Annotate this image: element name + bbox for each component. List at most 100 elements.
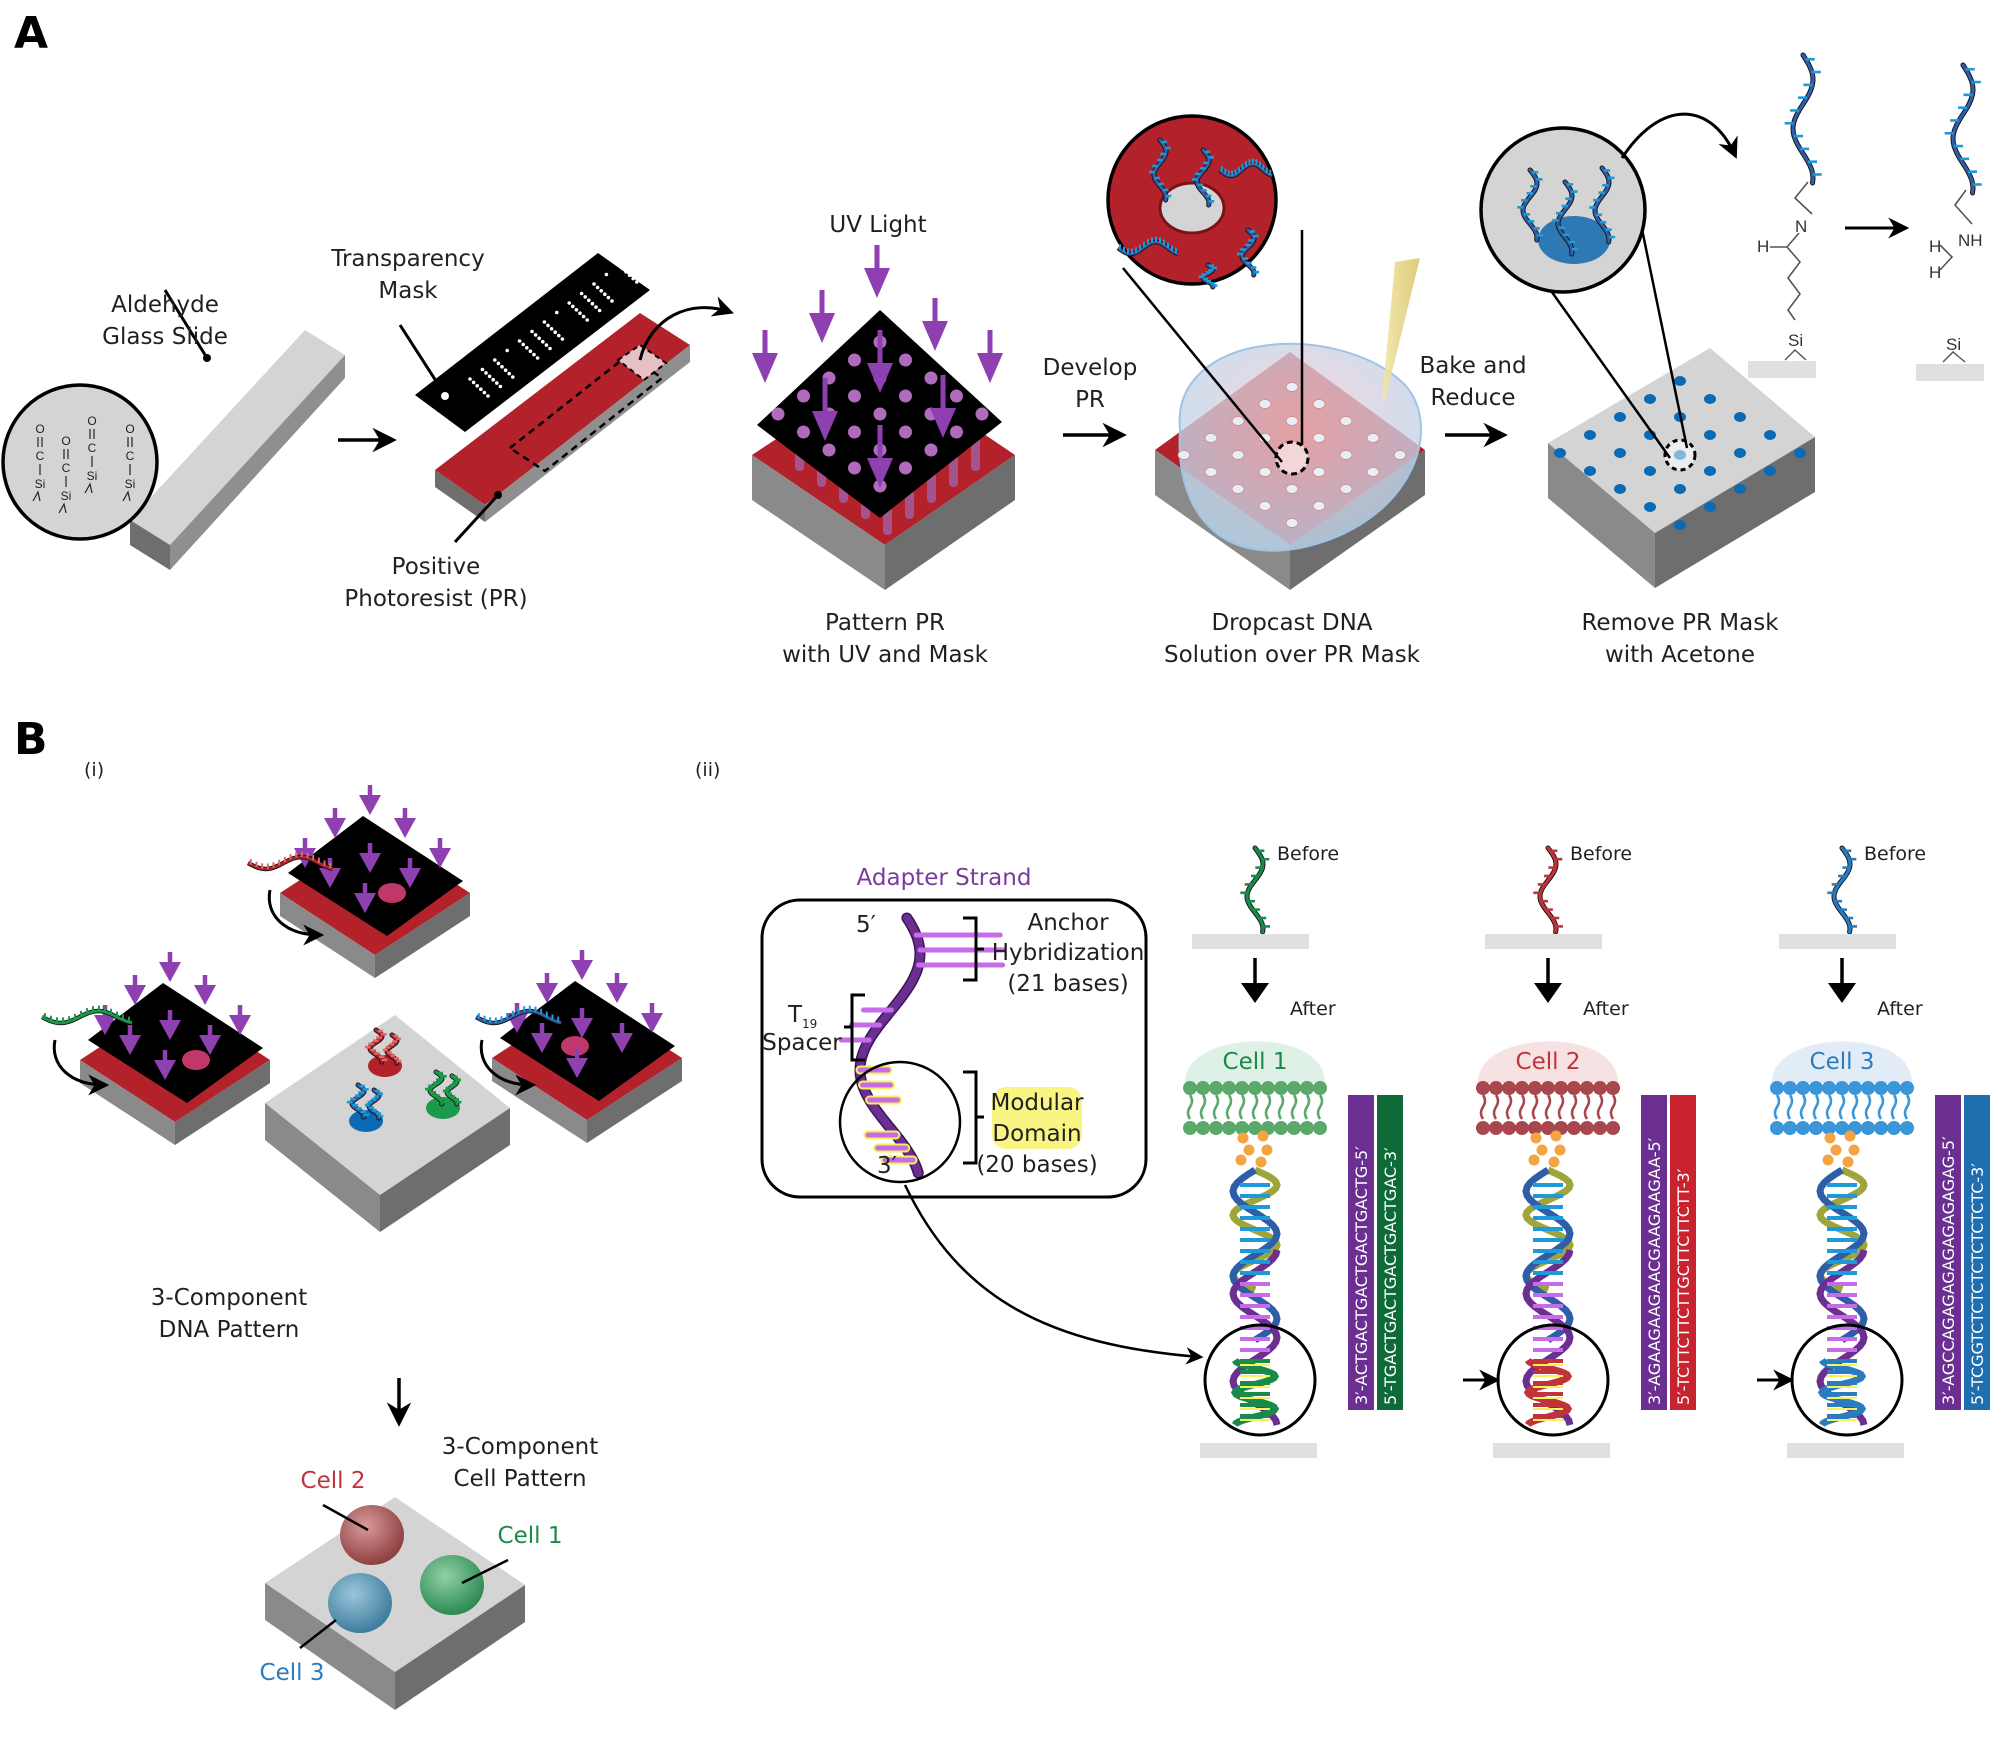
mask-hole bbox=[537, 336, 541, 341]
lipid-head bbox=[1822, 1081, 1836, 1095]
after-surface bbox=[1493, 1443, 1610, 1458]
subpanel-label-i: (i) bbox=[84, 759, 104, 781]
mask-hole bbox=[848, 389, 861, 403]
step5-caption-1: Remove PR Mask bbox=[1581, 610, 1779, 636]
lipid-dna-strand bbox=[1816, 1167, 1868, 1343]
dna-spot bbox=[1614, 448, 1626, 458]
lipid-anchor bbox=[1548, 1156, 1560, 1168]
uv-arrow-icon bbox=[354, 883, 376, 913]
step4-caption-1: Dropcast DNA bbox=[1211, 610, 1372, 636]
mask-hole bbox=[620, 266, 625, 271]
well-hole bbox=[1285, 382, 1299, 392]
mask-hole bbox=[797, 425, 810, 439]
cell-pattern-label-1: 3-Component bbox=[442, 1434, 598, 1460]
dna-spot bbox=[1584, 466, 1596, 476]
svg-text:O: O bbox=[35, 422, 44, 436]
well-hole bbox=[1366, 433, 1380, 443]
transfer-arrow-icon bbox=[267, 889, 325, 946]
lipid-head bbox=[1222, 1081, 1236, 1095]
panel-label-b: B bbox=[14, 714, 48, 765]
lipid-anchor bbox=[1530, 1132, 1542, 1144]
red-dna-strand-icon bbox=[364, 1027, 388, 1065]
lipid-anchor bbox=[1848, 1144, 1860, 1156]
develop-label-1: Develop bbox=[1043, 355, 1138, 381]
mask-hole bbox=[604, 272, 609, 277]
amine-surface bbox=[1916, 364, 1984, 381]
mask-hole bbox=[498, 384, 503, 389]
dna-spot bbox=[1794, 448, 1806, 458]
dna-spot bbox=[1704, 430, 1716, 440]
lipid-head bbox=[1567, 1081, 1581, 1095]
lipid-head bbox=[1183, 1081, 1197, 1095]
svg-text:Si: Si bbox=[61, 489, 72, 503]
mask-hole bbox=[610, 299, 614, 303]
lipid-head bbox=[1183, 1121, 1197, 1135]
lipid-head bbox=[1489, 1121, 1503, 1135]
mask-hole bbox=[560, 337, 565, 341]
well-hole bbox=[1177, 450, 1191, 460]
svg-text:C: C bbox=[62, 461, 71, 475]
lipid-head bbox=[1489, 1081, 1503, 1095]
uv-arrow-icon bbox=[199, 1025, 221, 1055]
down-arrow-icon bbox=[1828, 983, 1856, 1003]
dna-spot bbox=[1644, 466, 1656, 476]
lipid-anchor bbox=[1830, 1144, 1842, 1156]
dna-strand-icon bbox=[1944, 62, 1982, 196]
mask-hole bbox=[631, 276, 635, 281]
dna-spot bbox=[1554, 448, 1566, 458]
cell-name-label: Cell 2 bbox=[1516, 1049, 1581, 1075]
lipid-head bbox=[1235, 1121, 1249, 1135]
well-hole bbox=[1285, 484, 1299, 494]
well-hole bbox=[1231, 416, 1245, 426]
well-hole bbox=[1258, 501, 1272, 511]
slide-leader-line bbox=[163, 289, 209, 359]
uv-arrow-icon bbox=[154, 1050, 176, 1080]
adapter-sequence: 3′-AGAAGAAGAACGAAGAAGAA-5′ bbox=[1645, 1137, 1664, 1405]
lipid-head bbox=[1476, 1081, 1490, 1095]
lipid-head bbox=[1580, 1121, 1594, 1135]
cell-body bbox=[1771, 1041, 1912, 1083]
well-hole bbox=[1231, 484, 1245, 494]
lipid-anchor bbox=[1255, 1156, 1267, 1168]
aldehyde-glass-slide bbox=[130, 289, 345, 570]
photoresist-slide bbox=[435, 296, 734, 544]
mask-hole bbox=[542, 320, 547, 324]
lipid-head bbox=[1313, 1121, 1327, 1135]
lipid-head bbox=[1222, 1121, 1236, 1135]
mask-hole bbox=[581, 314, 586, 319]
dna-strand-icon bbox=[1517, 167, 1544, 243]
mask-hole bbox=[771, 407, 785, 421]
uv-arrow-icon bbox=[752, 330, 778, 383]
dna-pattern-label-2: DNA Pattern bbox=[159, 1317, 300, 1343]
uv-arrow-icon bbox=[229, 1005, 251, 1035]
mask-hole bbox=[496, 361, 501, 366]
well-hole bbox=[1285, 416, 1299, 426]
mask-hole bbox=[521, 342, 525, 347]
mask-hole bbox=[541, 339, 545, 344]
lipid-head bbox=[1874, 1121, 1888, 1135]
svg-text:C: C bbox=[126, 449, 135, 463]
uv-light-label: UV Light bbox=[829, 212, 926, 238]
mask-hole bbox=[503, 368, 508, 373]
mask-hole bbox=[553, 330, 557, 335]
well-hole bbox=[1258, 467, 1272, 477]
mask-hole bbox=[585, 318, 589, 322]
uv-arrow-icon bbox=[119, 1025, 141, 1055]
modular-label-3: (20 bases) bbox=[976, 1152, 1097, 1178]
lipid-head bbox=[1515, 1081, 1529, 1095]
mask-hole bbox=[482, 390, 487, 395]
imine-n: N bbox=[1795, 217, 1807, 236]
mask-hole bbox=[567, 301, 571, 305]
well-hole bbox=[1312, 433, 1326, 443]
lipid-head bbox=[1196, 1081, 1210, 1095]
mask-hole bbox=[592, 282, 596, 286]
after-surface bbox=[1787, 1443, 1904, 1458]
uv-arrow-icon bbox=[394, 808, 416, 838]
uv-arrow-icon bbox=[571, 1008, 593, 1038]
lipid-anchor bbox=[1842, 1156, 1854, 1168]
uv-arrow-icon bbox=[812, 378, 838, 441]
